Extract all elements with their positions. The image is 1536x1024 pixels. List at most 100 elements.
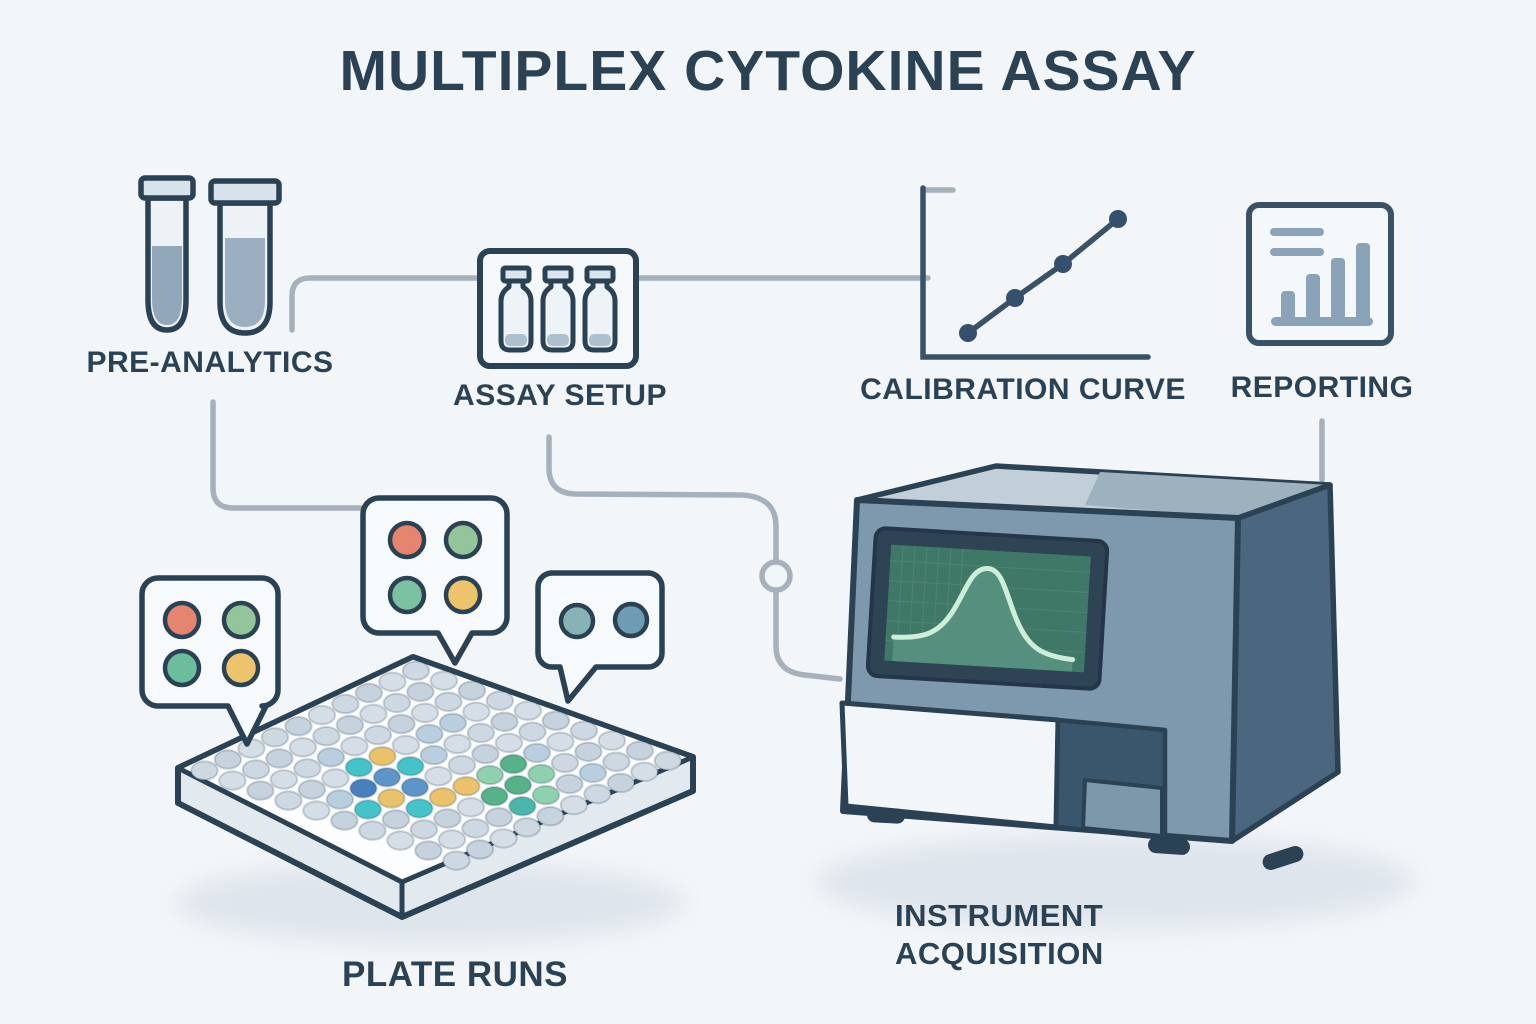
report-bar-3 [1331, 258, 1345, 320]
connector-assay-to-node [546, 434, 779, 563]
plate-reader-icon [839, 463, 1341, 871]
well-group-callout-2-dot [443, 520, 483, 560]
plate-well [471, 743, 500, 765]
plate-well [428, 787, 458, 808]
callout-bubble-2 [360, 495, 510, 666]
sample-tubes-icon [138, 175, 282, 336]
machine-screen [865, 526, 1110, 691]
connector-node-to-instrument [773, 589, 843, 682]
plate-well [288, 737, 318, 758]
vials [498, 265, 618, 353]
plate-well [340, 736, 369, 757]
plate-well [630, 761, 659, 782]
well-group-callout-2-dot [387, 575, 427, 615]
plate-well [401, 660, 431, 681]
plate-well [325, 789, 355, 810]
tube-2-cap [208, 178, 282, 206]
plate-well [297, 779, 327, 800]
plate-well [536, 806, 565, 827]
callout-bubble-3 [535, 570, 665, 704]
plate-well [518, 721, 547, 742]
plate-well [461, 818, 490, 839]
well-group-callout-1-dot [162, 600, 202, 640]
plate-well [269, 769, 299, 790]
plate-well [265, 748, 294, 769]
plate-well [419, 744, 449, 766]
plate-well [321, 768, 350, 789]
label-instrument-line1: INSTRUMENT [895, 898, 1104, 933]
report-text-line-2 [1270, 248, 1324, 256]
plate-well [349, 778, 378, 799]
plate-well [344, 757, 374, 778]
plate-well [381, 809, 411, 830]
plate-well [331, 693, 360, 715]
plate-well [400, 777, 430, 798]
connector-pre-to-assay [289, 275, 481, 333]
plate-well [363, 724, 393, 746]
plate-well [437, 829, 467, 850]
calibration-curve-icon [920, 185, 1151, 360]
calibration-point-2 [1006, 289, 1024, 307]
calibration-line [965, 216, 1121, 336]
report-bar-1 [1281, 291, 1295, 320]
reagent-vials-icon [477, 248, 639, 369]
plate-well [391, 734, 421, 756]
plate-well [354, 682, 384, 704]
report-bar-2 [1306, 274, 1320, 320]
callout-dots [162, 520, 650, 688]
screen-peak-curve [891, 565, 1076, 663]
plate-well [438, 712, 468, 734]
plate-well [475, 764, 505, 786]
plate-well [527, 763, 556, 785]
calibration-point-4 [1109, 210, 1127, 228]
plate-well [372, 767, 402, 788]
vial-1-body [498, 278, 534, 353]
label-instrument-acquisition: INSTRUMENT ACQUISITION [895, 897, 1104, 973]
plate-well [465, 839, 495, 860]
plate-well [218, 770, 247, 791]
well-group-callout-3-dot [612, 601, 650, 639]
plate-well [358, 820, 387, 841]
plate-well [480, 786, 509, 807]
plate-well [508, 796, 537, 817]
calibration-point-1 [959, 324, 977, 342]
plate-well [410, 702, 440, 724]
plate-well [466, 722, 496, 744]
plate-well [302, 800, 331, 821]
plate-well [382, 692, 412, 714]
label-pre-analytics: PRE-ANALYTICS [86, 346, 334, 379]
plate-well [312, 726, 341, 747]
vial-2-liquid [547, 334, 569, 346]
plate-well [241, 759, 271, 780]
label-instrument-line2: ACQUISITION [895, 936, 1104, 971]
calibration-axes [920, 185, 1151, 360]
microplate-icon [175, 654, 696, 920]
plate-well [484, 807, 514, 828]
plate-well [307, 704, 337, 726]
well-group-callout-1-dot [221, 648, 261, 688]
plate-well [443, 733, 472, 755]
label-assay-setup: ASSAY SETUP [453, 379, 667, 412]
plate-well [597, 730, 627, 751]
vial-2-body [540, 278, 576, 353]
plate-well [653, 750, 683, 771]
plate-well [429, 670, 459, 691]
plate-well [602, 751, 631, 772]
plate-well [406, 681, 435, 702]
plate-well [513, 700, 543, 721]
vial-1-liquid [505, 334, 527, 346]
report-text-line-1 [1270, 228, 1324, 236]
report-bar-chart [1281, 243, 1370, 320]
well-group-callout-3-dot [558, 602, 596, 640]
plate-well [490, 711, 519, 732]
well-group-callout-1-dot [221, 600, 261, 640]
plate-well [353, 799, 383, 820]
connector-pre-to-plate-callout [210, 399, 364, 511]
plate-well [378, 671, 407, 692]
plate-well [335, 714, 365, 736]
plate-well [546, 731, 575, 752]
plate-well [260, 727, 290, 748]
plate-well [606, 772, 636, 794]
plate-well [456, 797, 486, 818]
